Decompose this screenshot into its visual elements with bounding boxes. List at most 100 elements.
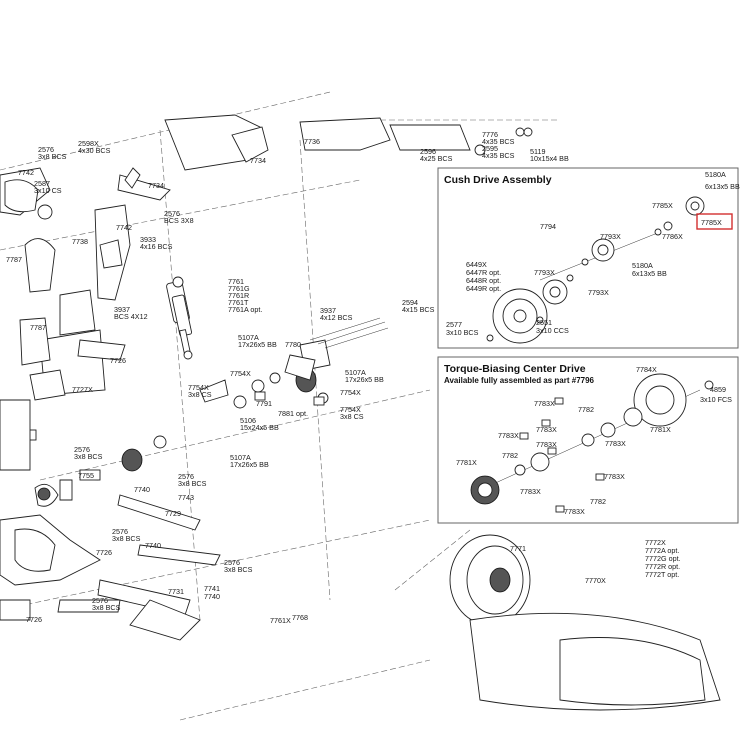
label-fcs: 3x10 FCS [700,395,732,404]
label-7785x: 7785X [652,201,673,210]
label-7793x: 7793X [534,268,555,277]
cush-drive-panel: Cush Drive Assembly [437,167,739,349]
label-bcs: 4x30 BCS [78,146,111,155]
label-7741: 7741 [204,584,220,593]
label-3933: 3933 [140,235,156,244]
label-5107a: 5107A [230,453,251,462]
label-5119: 5119 [530,147,545,156]
label-7738: 7738 [72,237,88,246]
label-7754x: 7754X [340,388,361,397]
label-2595: 2595 [482,144,498,153]
label-5107a: 5107A [345,368,366,377]
label-7786x: 7786X [662,232,683,241]
label-6448r: 6448R opt. [466,276,501,285]
label-7782: 7782 [502,451,518,460]
label-7787: 7787 [30,323,46,332]
label-7754x: 7754X [230,369,251,378]
label-7729: 7729 [165,509,181,518]
label-7761r: 7761R [228,291,249,300]
label-2587: 2587 [34,179,50,188]
label-7783x: 7783X [536,440,557,449]
label-bcs: 4x12 BCS [320,313,353,322]
label-3937: 3937 [320,306,336,315]
label-7772x: 7772X [645,538,666,547]
label-bcs: BCS 4X12 [114,312,148,321]
label-7740: 7740 [145,541,161,550]
label-7780: 7780 [285,340,301,349]
label-7783x: 7783X [564,507,585,516]
label-7781x: 7781X [650,425,671,434]
label-2576: 2576 [92,596,108,605]
label-7782: 7782 [590,497,606,506]
highlight-7785x [696,213,733,230]
label-7783x: 7783X [498,431,519,440]
label-7772t: 7772T opt. [645,570,679,579]
label-7761t: 7761T [228,298,249,307]
label-7768: 7768 [292,613,308,622]
label-7743: 7743 [178,493,194,502]
label-7736: 7736 [304,137,320,146]
label-bcs: 3x8 BCS [112,534,141,543]
label-bcs: 4x25 BCS [420,154,453,163]
label-7787: 7787 [6,255,22,264]
label-7783x: 7783X [604,472,625,481]
label-bb: 6x13x5 BB [632,269,667,278]
label-bcs: 3x10 BCS [446,328,479,337]
label-2594: 2594 [402,298,418,307]
label-5180a: 5180A [632,261,653,270]
torque-biasing-subtitle: Available fully assembled as part #7796 [444,376,595,385]
center-drive-parts [79,317,389,481]
label-bcs: 4x35 BCS [482,151,515,160]
label-bcs: 4x16 BCS [140,242,173,251]
label-bcs: 3x8 BCS [74,452,103,461]
label-5180a: 5180A [705,170,726,179]
label-7771: 7771 [510,544,526,553]
label-7726: 7726 [96,548,112,557]
label-7784x: 7784X [636,365,657,374]
label-7782: 7782 [578,405,594,414]
label-7881: 7881 opt. [278,409,308,418]
label-2551: 2551 [536,318,552,327]
label-7770x: 7770X [585,576,606,585]
torque-biasing-title: Torque-Biasing Center Drive [444,363,586,375]
label-4859: 4859 [710,385,726,394]
label-cs: 3x10 CS [34,186,62,195]
label-7742: 7742 [116,223,132,232]
label-7761x: 7761X [270,616,291,625]
label-bcs: 4x35 BCS [482,137,515,146]
label-7793x: 7793X [600,232,621,241]
label-bcs: BCS 3X8 [164,216,194,225]
label-ccs: 3x10 CCS [536,326,569,335]
label-7731: 7731 [168,587,184,596]
label-7783x: 7783X [605,439,626,448]
label-cs: 3x8 CS [340,412,364,421]
label-7781x: 7781X [456,458,477,467]
label-7754x: 7754X [188,383,209,392]
label-bcs: 3x8 BCS [38,152,67,161]
label-5106: 5106 [240,416,256,425]
label-7734: 7734 [148,181,164,190]
label-bcs: 4x15 BCS [402,305,435,314]
label-bcs: 3x8 BCS [224,565,253,574]
label-7734: 7734 [250,156,266,165]
part-labels: 7736 7734 7776 4x35 BCS 2596 4x25 BCS 25… [6,130,740,625]
label-2576: 2576 [38,145,54,154]
label-bb: 6x13x5 BB [705,182,740,191]
label-7761a: 7761A opt. [228,305,262,314]
label-7726: 7726 [110,356,126,365]
label-7772a: 7772A opt. [645,546,679,555]
label-2576: 2576 [224,558,240,567]
label-7772g: 7772G opt. [645,554,681,563]
label-7785x-highlighted: 7785X [701,218,722,227]
label-7783x: 7783X [534,399,555,408]
label-bcs: 3x8 BCS [92,603,121,612]
label-5107a: 5107A [238,333,259,342]
upper-chassis-parts [0,114,533,641]
label-7772r: 7772R opt. [645,562,680,571]
label-6447r: 6447R opt. [466,268,501,277]
shock-absorber [166,276,193,360]
label-7742: 7742 [18,168,34,177]
label-2576: 2576 [164,209,180,218]
label-7754x: 7754X [340,405,361,414]
